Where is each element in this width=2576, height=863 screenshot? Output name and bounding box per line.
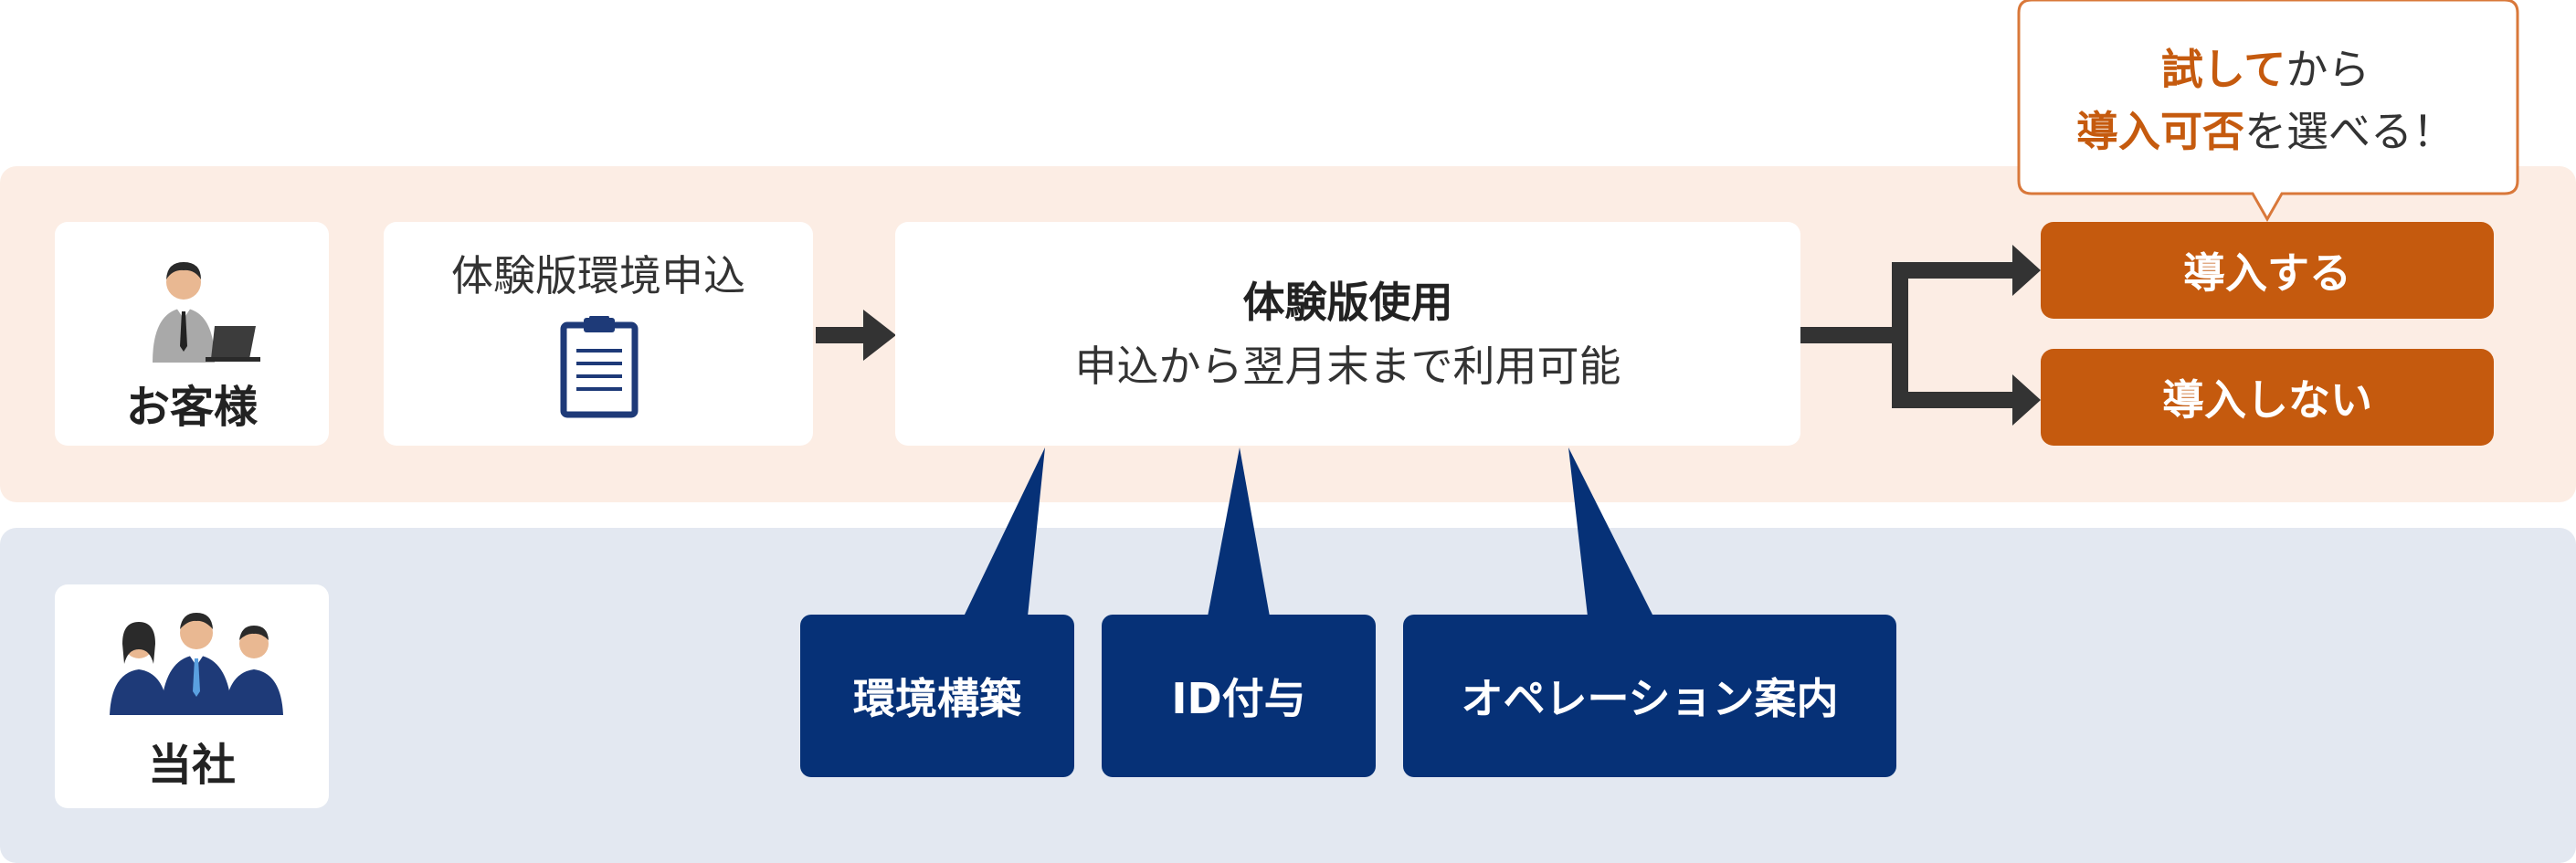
apply-card: 体験版環境申込 <box>384 222 813 446</box>
adopt-outcome: 導入する <box>2041 222 2494 319</box>
task-operation-guide-label: オペレーション案内 <box>1461 674 1839 723</box>
trial-card: 体験版使用 申込から翌月末まで利用可能 <box>895 222 1800 446</box>
company-card: 当社 <box>55 584 329 808</box>
tail-environment <box>964 447 1045 616</box>
company-label: 当社 <box>147 740 236 791</box>
task-environment-setup-label: 環境構築 <box>853 674 1021 723</box>
tail-id <box>1208 447 1270 616</box>
callout-line-2-rest: を選べる！ <box>2244 107 2455 156</box>
callout-line-1-accent: 試して <box>2160 45 2286 94</box>
callout-line-2: 導入可否を選べる！ <box>2019 99 2512 159</box>
not-adopt-outcome: 導入しない <box>2041 349 2494 446</box>
task-environment-setup: 環境構築 <box>800 615 1074 777</box>
callout-line-2-accent: 導入可否 <box>2076 107 2244 156</box>
customer-card: お客様 <box>55 222 329 446</box>
team-icon <box>110 613 283 715</box>
tail-operation <box>1568 447 1653 616</box>
callout-bubble <box>2017 0 2519 223</box>
customer-label: お客様 <box>125 382 258 433</box>
trial-title: 体験版使用 <box>1242 278 1453 327</box>
callout-line-1-rest: から <box>2286 45 2370 94</box>
clipboard-icon <box>560 316 639 418</box>
callout-line-1: 試してから <box>2019 37 2512 97</box>
task-operation-guide: オペレーション案内 <box>1403 615 1896 777</box>
apply-label: 体験版環境申込 <box>451 251 745 300</box>
task-id-issuance-label: ID付与 <box>1171 674 1306 723</box>
trial-subtitle: 申込から翌月末まで利用可能 <box>1074 342 1621 391</box>
arrowhead-not-adopt <box>2012 374 2041 426</box>
businessman-icon <box>153 262 260 363</box>
arrowhead-trial <box>863 310 896 361</box>
arrowhead-adopt <box>2012 245 2041 296</box>
task-id-issuance: ID付与 <box>1102 615 1376 777</box>
